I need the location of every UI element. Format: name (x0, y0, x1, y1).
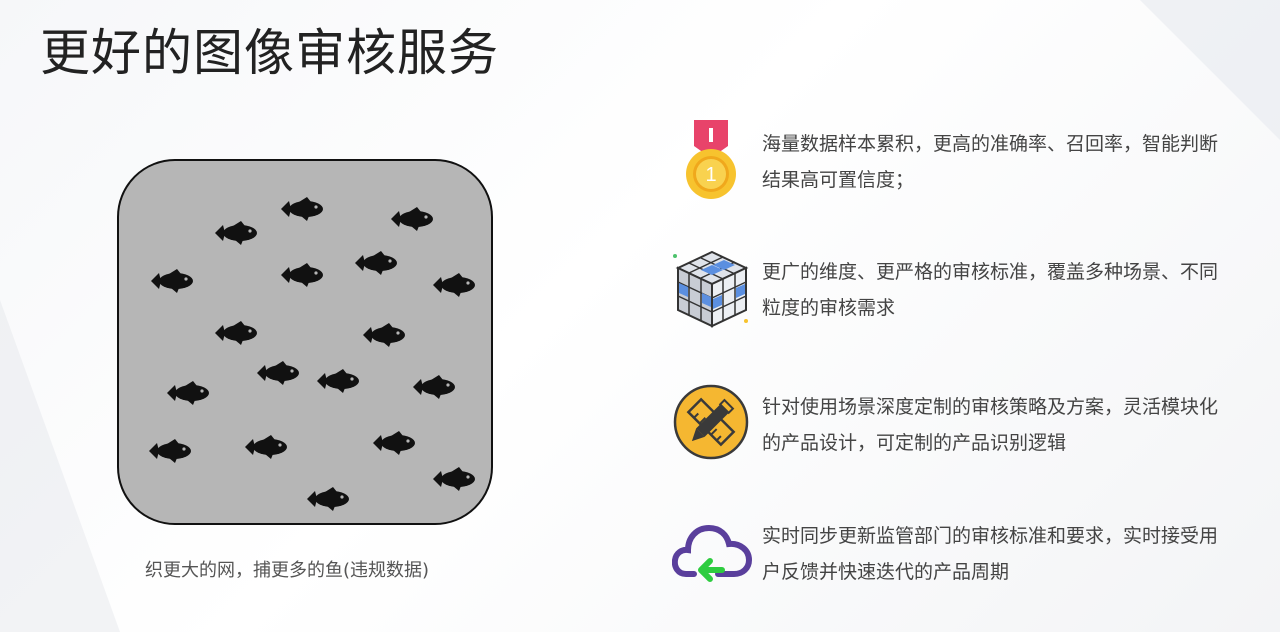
fish-icon (353, 251, 399, 275)
fish-icon (431, 467, 477, 491)
fish-icon (361, 323, 407, 347)
feature-text: 更广的维度、更严格的审核标准，覆盖多种场景、不同粒度的审核需求 (762, 261, 1219, 319)
fish-icon (165, 381, 211, 405)
background-facet-right (1140, 0, 1280, 140)
fish-icon (213, 221, 259, 245)
background-facet-left (0, 300, 120, 632)
medal-number: 1 (705, 164, 716, 186)
pencil-ruler-icon (672, 383, 752, 463)
fish-icon (213, 321, 259, 345)
rubiks-cube-icon (672, 248, 752, 328)
fish-icon (315, 369, 361, 393)
feature-item-realtime: 实时同步更新监管部门的审核标准和要求，实时接受用户反馈并快速迭代的产品周期 (671, 512, 1232, 592)
illustration-caption: 织更大的网，捕更多的鱼(违规数据) (145, 560, 430, 581)
feature-item-coverage: 更广的维度、更严格的审核标准，覆盖多种场景、不同粒度的审核需求 (672, 248, 1232, 328)
feature-text: 针对使用场景深度定制的审核策略及方案，灵活模块化的产品设计，可定制的产品识别逻辑 (762, 396, 1219, 454)
fish-icon (243, 435, 289, 459)
medal-icon: 1 (672, 120, 752, 200)
fish-icon (255, 361, 301, 385)
feature-item-accuracy: 1 海量数据样本累积，更高的准确率、召回率，智能判断结果高可置信度； (672, 120, 1232, 200)
fish-icon (279, 197, 325, 221)
page-title: 更好的图像审核服务 (40, 24, 499, 82)
fish-icon (431, 273, 477, 297)
feature-text: 海量数据样本累积，更高的准确率、召回率，智能判断结果高可置信度； (762, 133, 1219, 191)
fish-icon (371, 431, 417, 455)
fish-icon (149, 269, 195, 293)
fish-icon (389, 207, 435, 231)
fish-icon (305, 487, 351, 511)
cloud-sync-icon (671, 512, 753, 592)
fish-icon (411, 375, 457, 399)
fish-icon (147, 439, 193, 463)
feature-item-customization: 针对使用场景深度定制的审核策略及方案，灵活模块化的产品设计，可定制的产品识别逻辑 (672, 383, 1232, 463)
fish-net-illustration (117, 159, 493, 525)
feature-text: 实时同步更新监管部门的审核标准和要求，实时接受用户反馈并快速迭代的产品周期 (762, 525, 1219, 583)
fish-icon (279, 263, 325, 287)
